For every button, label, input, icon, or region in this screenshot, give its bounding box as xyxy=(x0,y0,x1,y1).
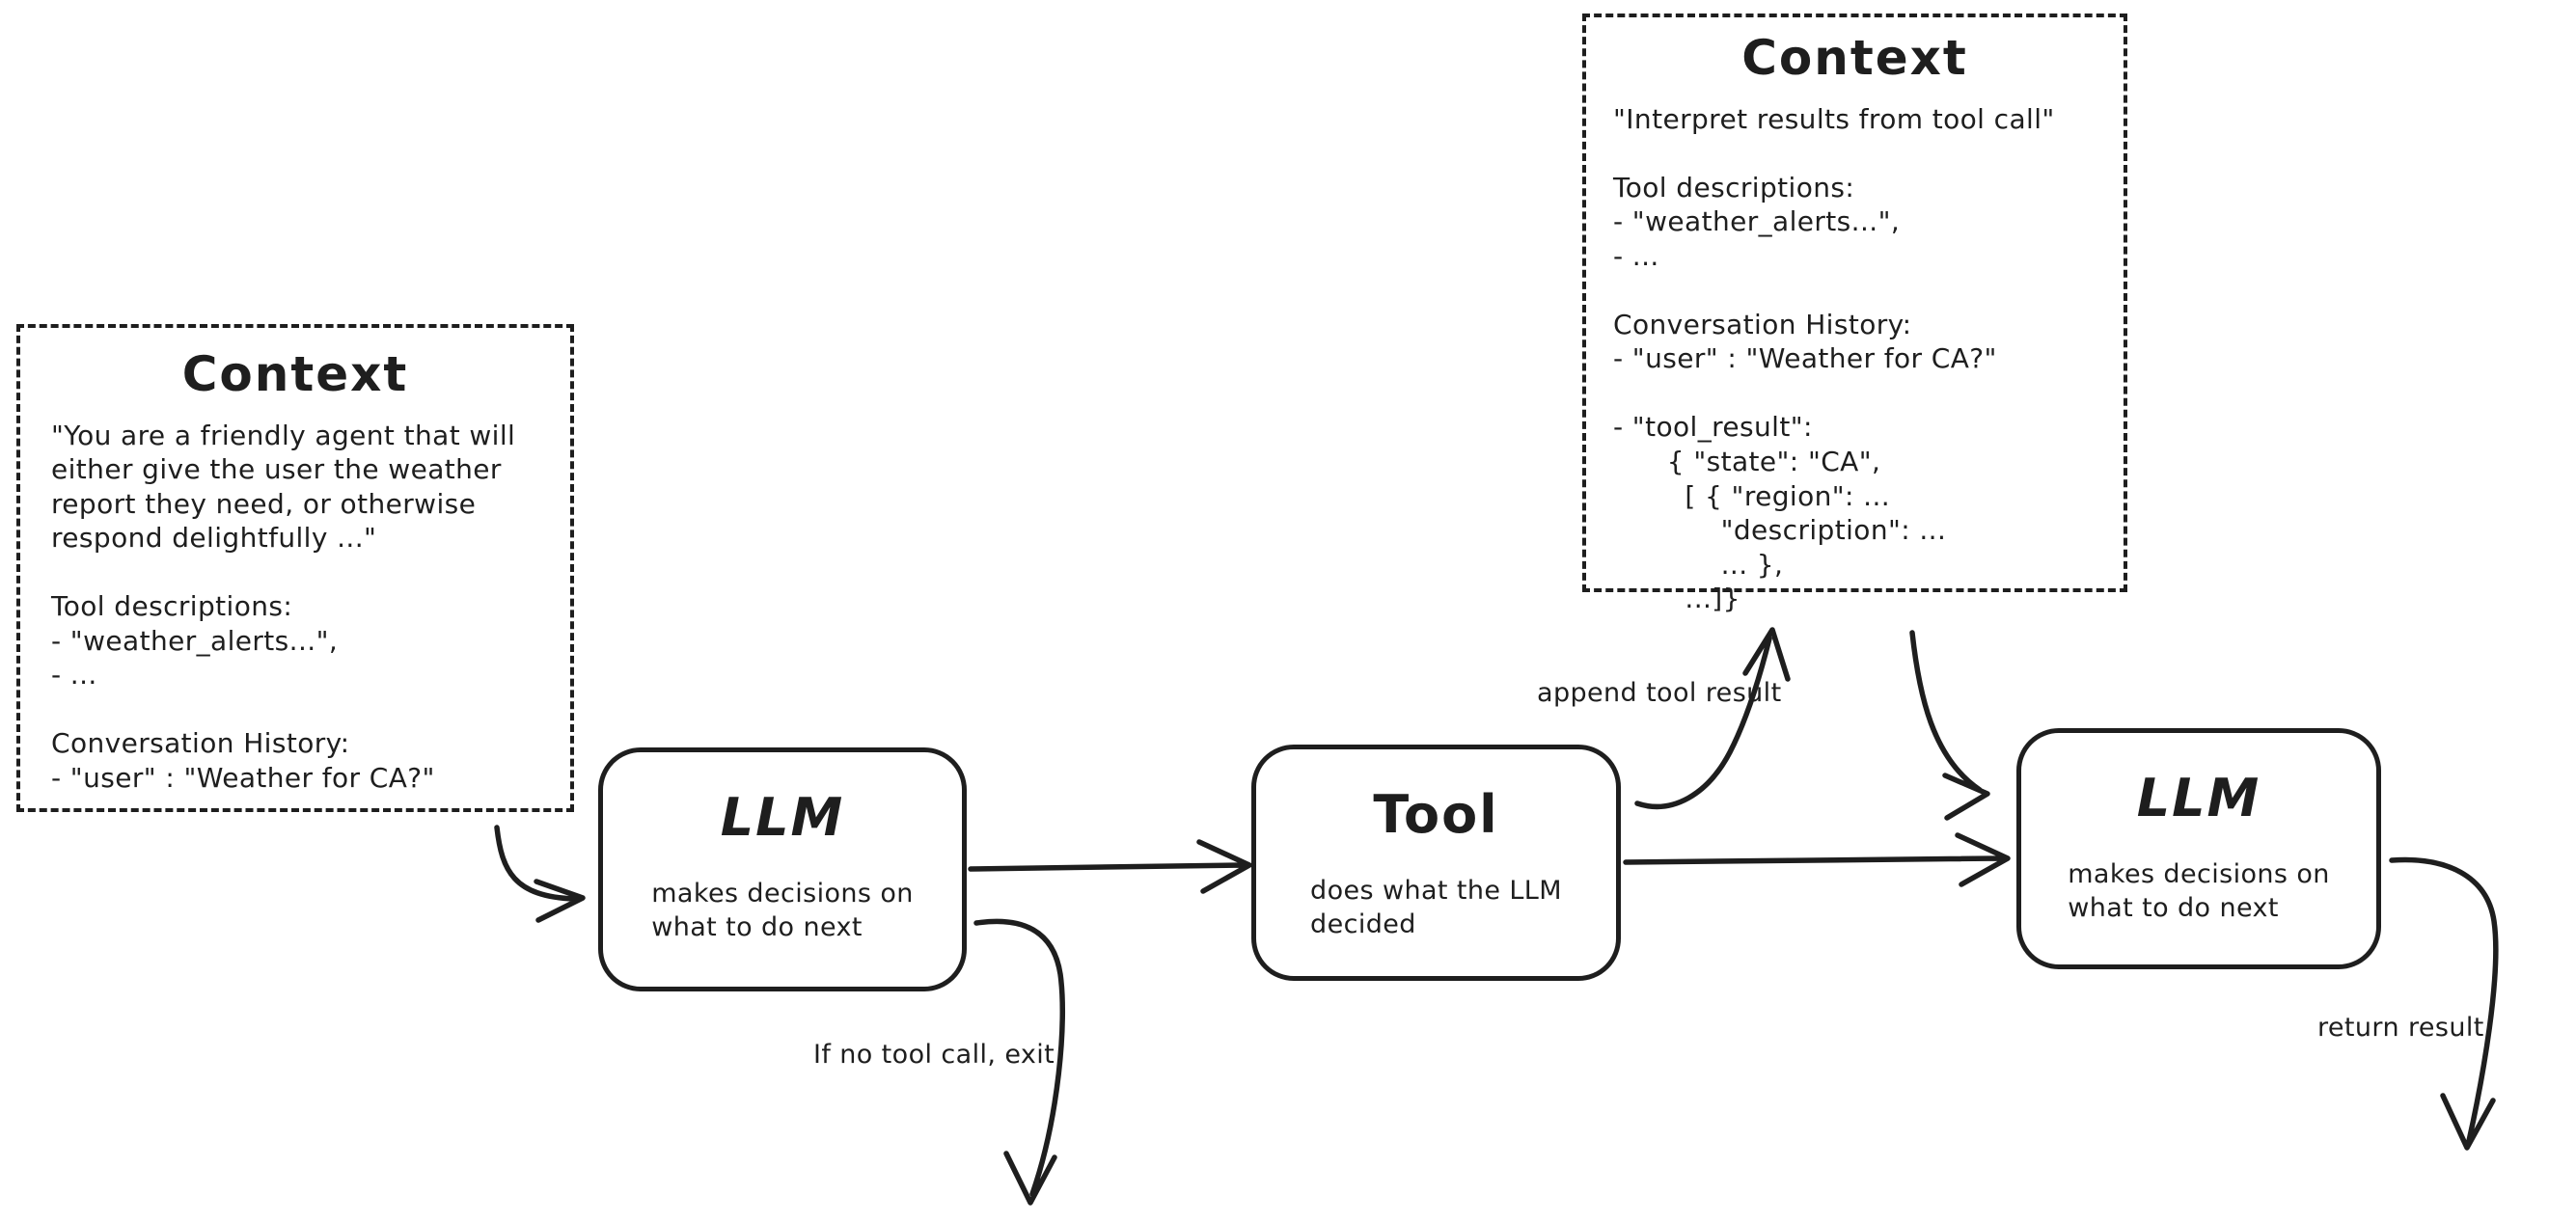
arrow-tool-to-second-llm xyxy=(1623,832,2011,887)
arrow-return-result xyxy=(2389,856,2499,1151)
arrow-first-llm-to-tool xyxy=(968,839,1252,894)
llm-node-first: LLM makes decisions on what to do next xyxy=(598,747,967,991)
llm-second-subtitle: makes decisions on what to do next xyxy=(2068,859,2330,924)
context-initial-title: Context xyxy=(181,346,409,402)
edge-label-return-result: return result xyxy=(2317,1013,2484,1043)
context-box-with-tool-result: Context "Interpret results from tool cal… xyxy=(1582,14,2127,614)
llm-node-second: LLM makes decisions on what to do next xyxy=(2016,728,2381,969)
tool-subtitle: does what the LLM decided xyxy=(1310,876,1562,940)
context-box-initial: Context "You are a friendly agent that w… xyxy=(16,324,574,812)
arrow-context-to-first-llm xyxy=(494,825,586,923)
context-with-result-title: Context xyxy=(1741,30,1968,86)
edge-label-append-tool-result: append tool result xyxy=(1537,678,1782,708)
context-initial-body: "You are a friendly agent that will eith… xyxy=(51,419,516,794)
tool-title: Tool xyxy=(1373,784,1499,845)
context-with-result-body: "Interpret results from tool call" Tool … xyxy=(1613,102,2055,615)
arrow-context-to-second-llm xyxy=(1909,630,1990,821)
llm-second-title: LLM xyxy=(2136,768,2261,828)
llm-first-subtitle: makes decisions on what to do next xyxy=(651,879,914,943)
arrow-tool-to-context xyxy=(1634,627,1791,810)
tool-node: Tool does what the LLM decided xyxy=(1251,745,1621,981)
llm-first-title: LLM xyxy=(720,787,845,848)
edge-label-if-no-tool-call-exit: If no tool call, exit xyxy=(813,1040,1055,1070)
